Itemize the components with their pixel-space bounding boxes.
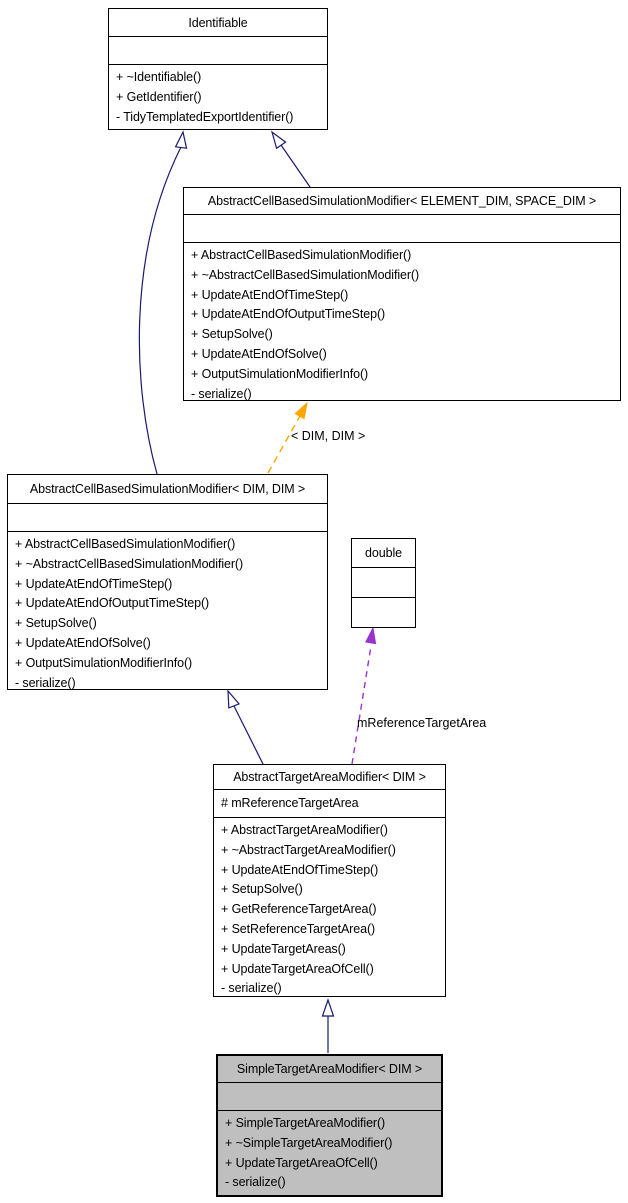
class-method: + SetReferenceTargetArea()	[221, 921, 376, 936]
class-title: SimpleTargetAreaModifier< DIM >	[218, 1056, 441, 1083]
inheritance-arrowhead-icon	[270, 130, 287, 150]
class-method: + UpdateAtEndOfOutputTimeStep()	[15, 596, 210, 611]
edge-label-usage-member: mReferenceTargetArea	[357, 716, 487, 730]
class-method: + AbstractCellBasedSimulationModifier()	[191, 248, 412, 262]
class-method: + SimpleTargetAreaModifier()	[225, 1116, 386, 1130]
class-method: + UpdateTargetAreas()	[221, 941, 346, 956]
class-method: + OutputSimulationModifierInfo()	[191, 366, 369, 381]
class-title: double	[352, 539, 415, 568]
class-method: + UpdateAtEndOfOutputTimeStep()	[191, 307, 386, 322]
class-method: + ~AbstractCellBasedSimulationModifier()	[191, 267, 420, 282]
inheritance-arrowhead-icon	[321, 998, 335, 1017]
class-attribute: # mReferenceTargetArea	[221, 795, 359, 810]
class-attributes-empty	[218, 1083, 441, 1111]
class-attributes-empty	[184, 215, 620, 243]
class-method: + UpdateTargetAreaOfCell()	[225, 1155, 378, 1170]
class-method: + ~AbstractCellBasedSimulationModifier()	[15, 556, 244, 571]
class-method: + UpdateAtEndOfTimeStep()	[15, 576, 173, 591]
template-arrowhead-icon	[294, 401, 308, 420]
class-method: + ~SimpleTargetAreaModifier()	[225, 1135, 393, 1150]
class-methods-empty	[352, 598, 415, 627]
class-method: + AbstractCellBasedSimulationModifier()	[15, 537, 236, 551]
inheritance-edge-dimdim-to-identifiable	[138, 146, 182, 475]
inheritance-edge-atam-to-dimdim	[233, 705, 264, 765]
inheritance-arrowhead-icon	[174, 130, 188, 149]
inheritance-arrowhead-icon	[227, 689, 241, 709]
class-attributes-empty	[8, 504, 327, 532]
class-box-identifiable[interactable]: Identifiable + ~Identifiable() + GetIden…	[108, 8, 328, 130]
class-method: - serialize()	[221, 981, 282, 996]
class-attributes-empty	[109, 37, 327, 65]
class-box-abstractcellbasedsimulationmodifier-template[interactable]: AbstractCellBasedSimulationModifier< ELE…	[183, 187, 621, 401]
template-instantiation-edge	[267, 415, 301, 474]
class-method: + GetReferenceTargetArea()	[221, 902, 377, 917]
class-method: - serialize()	[15, 675, 76, 690]
edge-label-template-args: < DIM, DIM >	[291, 429, 366, 443]
usage-edge-mreferencetargetarea	[351, 645, 372, 765]
class-method: + UpdateAtEndOfSolve()	[15, 635, 151, 650]
class-method: + SetupSolve()	[15, 616, 97, 631]
class-method: + OutputSimulationModifierInfo()	[15, 655, 193, 670]
class-methods: + ~Identifiable() + GetIdentifier() - Ti…	[109, 65, 327, 129]
class-method: + GetIdentifier()	[116, 89, 202, 104]
class-box-abstracttargetareamodifier[interactable]: AbstractTargetAreaModifier< DIM > # mRef…	[213, 764, 446, 997]
class-methods: + AbstractCellBasedSimulationModifier() …	[8, 532, 327, 693]
class-method: + ~Identifiable()	[116, 70, 202, 84]
class-method: - TidyTemplatedExportIdentifier()	[116, 109, 294, 124]
class-title: AbstractCellBasedSimulationModifier< DIM…	[8, 475, 327, 504]
class-box-double: double	[351, 538, 416, 628]
class-method: + UpdateAtEndOfTimeStep()	[221, 862, 379, 877]
class-box-simpletargetareamodifier-current: SimpleTargetAreaModifier< DIM > + Simple…	[216, 1054, 443, 1197]
class-methods: + SimpleTargetAreaModifier() + ~SimpleTa…	[218, 1111, 441, 1195]
class-box-abstractcellbasedsimulationmodifier-dimdim[interactable]: AbstractCellBasedSimulationModifier< DIM…	[7, 474, 328, 690]
class-method: + ~AbstractTargetAreaModifier()	[221, 842, 396, 857]
class-attributes: # mReferenceTargetArea	[214, 790, 445, 818]
inheritance-edge-template-to-identifiable	[280, 144, 311, 188]
class-method: + AbstractTargetAreaModifier()	[221, 823, 388, 837]
class-method: + UpdateAtEndOfTimeStep()	[191, 287, 349, 302]
class-attributes-empty	[352, 568, 415, 598]
class-method: - serialize()	[191, 386, 252, 401]
class-methods: + AbstractCellBasedSimulationModifier() …	[184, 243, 620, 404]
class-method: + SetupSolve()	[191, 327, 273, 342]
class-methods: + AbstractTargetAreaModifier() + ~Abstra…	[214, 818, 445, 999]
class-title: AbstractCellBasedSimulationModifier< ELE…	[184, 188, 620, 215]
class-title: AbstractTargetAreaModifier< DIM >	[214, 765, 445, 790]
usage-arrowhead-icon	[365, 626, 377, 645]
class-title: Identifiable	[109, 9, 327, 37]
class-method: + UpdateTargetAreaOfCell()	[221, 961, 374, 976]
class-method: + SetupSolve()	[221, 882, 303, 897]
class-method: - serialize()	[225, 1175, 286, 1190]
class-method: + UpdateAtEndOfSolve()	[191, 346, 327, 361]
